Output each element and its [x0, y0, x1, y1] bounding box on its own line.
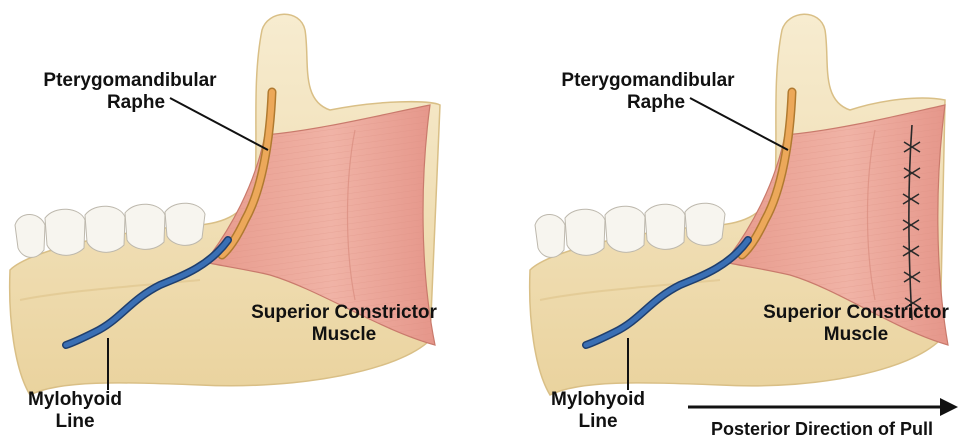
posterior-pull-arrow [688, 398, 958, 416]
panel-left: Pterygomandibular Raphe Superior Constri… [10, 14, 440, 432]
raphe-leader-line [690, 98, 788, 150]
arrow-label: Posterior Direction of Pull [711, 419, 933, 439]
raphe-label-line2: Raphe [627, 92, 685, 113]
mylohyoid-label-line2: Line [55, 411, 94, 432]
arrowhead-icon [940, 398, 958, 416]
raphe-label-line1: Pterygomandibular [561, 70, 735, 91]
muscle-label-line2: Muscle [312, 324, 376, 345]
muscle-label-line2: Muscle [824, 324, 888, 345]
panel-right: Pterygomandibular Raphe Superior Constri… [530, 14, 950, 432]
mylohyoid-label-line1: Mylohyoid [551, 389, 645, 410]
mylohyoid-label-line2: Line [578, 411, 617, 432]
raphe-label-line2: Raphe [107, 92, 165, 113]
muscle-label-line1: Superior Constrictor [763, 302, 949, 323]
raphe-label-line1: Pterygomandibular [43, 70, 217, 91]
mylohyoid-label-line1: Mylohyoid [28, 389, 122, 410]
raphe-leader-line [170, 98, 268, 150]
muscle-label-line1: Superior Constrictor [251, 302, 437, 323]
